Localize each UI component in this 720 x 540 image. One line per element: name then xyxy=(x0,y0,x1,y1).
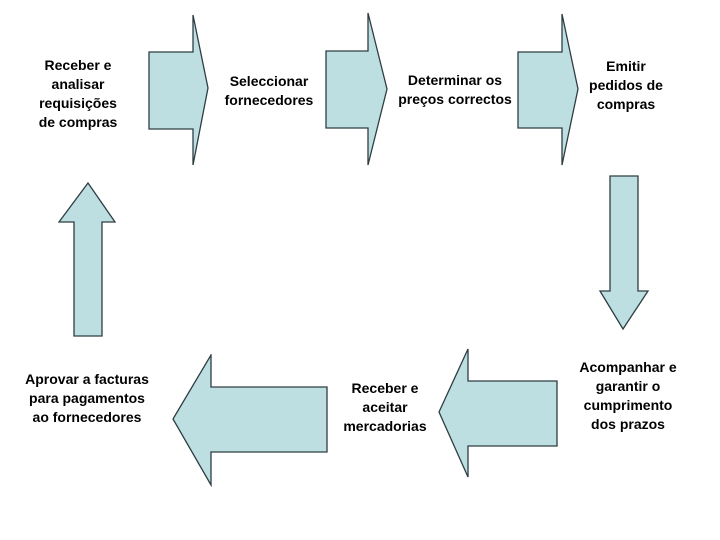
step-determinar-precos: Determinar os preços correctos xyxy=(398,72,512,107)
step-receber-mercadorias: Receber e aceitar mercadorias xyxy=(343,380,427,434)
flow-arrow-right-2 xyxy=(325,12,388,166)
flow-arrow-right-3 xyxy=(517,13,579,166)
flow-arrow-right-1 xyxy=(148,14,209,166)
step-emitir-pedidos: Emitir pedidos de compras xyxy=(589,58,663,112)
flow-arrow-down xyxy=(599,175,650,331)
flow-arrow-left-1 xyxy=(438,348,558,478)
flow-arrow-left-2 xyxy=(172,354,328,487)
step-receber-requisicoes: Receber e analisar requisições de compra… xyxy=(38,57,118,130)
step-acompanhar-prazos: Acompanhar e garantir o cumprimento dos … xyxy=(579,359,677,432)
step-seleccionar-fornecedores: Seleccionar fornecedores xyxy=(224,73,314,108)
step-aprovar-facturas: Aprovar a facturas para pagamentos ao fo… xyxy=(25,371,149,425)
flow-arrow-up xyxy=(58,182,117,337)
